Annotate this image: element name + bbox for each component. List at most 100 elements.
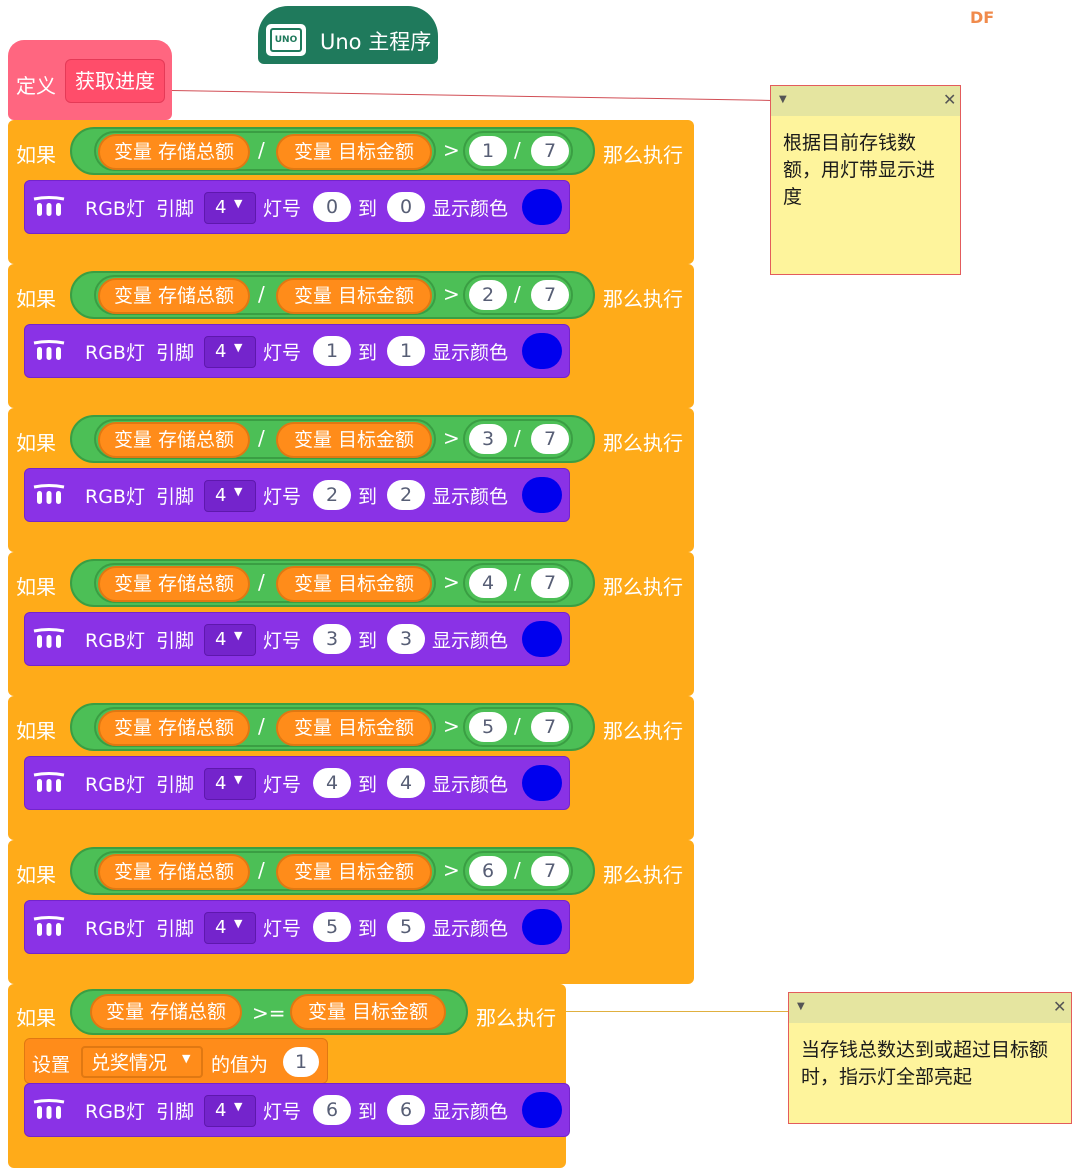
lamp-end-input[interactable]: 2 (387, 480, 425, 510)
total-variable[interactable]: 变量 存储总额 (98, 710, 250, 746)
pin-dropdown[interactable]: 4 (204, 912, 256, 944)
led-strip-icon (33, 628, 65, 648)
denominator-input[interactable]: 7 (531, 856, 569, 886)
total-variable[interactable]: 变量 存储总额 (98, 278, 250, 314)
chevron-down-icon[interactable]: ▼ (234, 1100, 243, 1113)
lamp-end-input[interactable]: 3 (387, 624, 425, 654)
lamp-start-input[interactable]: 5 (313, 912, 351, 942)
target-variable[interactable]: 变量 目标金额 (276, 134, 432, 170)
chevron-down-icon[interactable]: ▼ (234, 629, 243, 642)
lamp-start-input[interactable]: 1 (313, 336, 351, 366)
comment-note[interactable]: ▼ ✕ 当存钱总数达到或超过目标额时，指示灯全部亮起 (788, 992, 1072, 1124)
lamp-start-input[interactable]: 2 (313, 480, 351, 510)
chevron-down-icon[interactable]: ▼ (234, 341, 243, 354)
target-variable[interactable]: 变量 目标金额 (276, 278, 432, 314)
lamp-end-input[interactable]: 4 (387, 768, 425, 798)
total-variable[interactable]: 变量 存储总额 (98, 134, 250, 170)
rgb-led-block[interactable] (24, 612, 570, 666)
led-strip-icon (33, 340, 65, 360)
chevron-down-icon[interactable]: ▼ (182, 1052, 191, 1065)
gt-label: > (443, 282, 460, 306)
then-label: 那么执行 (476, 1006, 556, 1030)
pin-dropdown[interactable]: 4 (204, 336, 256, 368)
comment-connector (566, 1011, 790, 1012)
denominator-input[interactable]: 7 (531, 280, 569, 310)
numerator-input[interactable]: 3 (469, 424, 507, 454)
rgb-led-block[interactable] (24, 324, 570, 378)
numerator-input[interactable]: 1 (469, 136, 507, 166)
lamp-end-input[interactable]: 1 (387, 336, 425, 366)
color-picker[interactable] (522, 333, 562, 369)
lamp-start-input[interactable]: 3 (313, 624, 351, 654)
lamp-end-input[interactable]: 0 (387, 192, 425, 222)
pin-dropdown[interactable]: 4 (204, 192, 256, 224)
rgb-led-block[interactable] (24, 180, 570, 234)
color-picker[interactable] (522, 765, 562, 801)
gt-label: > (443, 858, 460, 882)
close-icon[interactable]: ✕ (943, 90, 957, 109)
pin-dropdown[interactable]: 4 (204, 624, 256, 656)
rgb-led-block[interactable] (24, 900, 570, 954)
target-variable[interactable]: 变量 目标金额 (276, 566, 432, 602)
target-variable[interactable]: 变量 目标金额 (276, 854, 432, 890)
numerator-input[interactable]: 2 (469, 280, 507, 310)
to-label: 到 (358, 774, 378, 796)
color-picker[interactable] (522, 909, 562, 945)
rgb-led-block[interactable] (24, 756, 570, 810)
gt-label: > (443, 570, 460, 594)
total-variable[interactable]: 变量 存储总额 (98, 566, 250, 602)
target-variable[interactable]: 变量 目标金额 (276, 710, 432, 746)
fraction-slash: / (514, 858, 521, 882)
comment-note[interactable]: ▼ ✕ 根据目前存钱数额，用灯带显示进度 (770, 85, 961, 275)
gt-label: > (443, 426, 460, 450)
collapse-icon[interactable]: ▼ (779, 94, 787, 105)
then-label: 那么执行 (603, 431, 683, 455)
chevron-down-icon[interactable]: ▼ (234, 773, 243, 786)
close-icon[interactable]: ✕ (1053, 997, 1067, 1016)
fraction-slash: / (514, 426, 521, 450)
variable-dropdown[interactable]: 兑奖情况 (81, 1046, 203, 1078)
comment-header[interactable]: ▼ ✕ (771, 86, 960, 116)
color-picker[interactable] (522, 621, 562, 657)
denominator-input[interactable]: 7 (531, 424, 569, 454)
numerator-input[interactable]: 5 (469, 712, 507, 742)
pin-dropdown[interactable]: 4 (204, 768, 256, 800)
lamp-label: 灯号 (263, 774, 302, 796)
numerator-input[interactable]: 4 (469, 568, 507, 598)
denominator-input[interactable]: 7 (531, 712, 569, 742)
numerator-input[interactable]: 6 (469, 856, 507, 886)
lamp-start-input[interactable]: 6 (313, 1095, 351, 1125)
function-name-pill[interactable]: 获取进度 (65, 59, 165, 103)
pin-dropdown[interactable]: 4 (204, 480, 256, 512)
total-variable[interactable]: 变量 存储总额 (90, 994, 242, 1030)
color-picker[interactable] (522, 477, 562, 513)
show-color-label: 显示颜色 (432, 918, 509, 940)
color-picker[interactable] (522, 1092, 562, 1128)
chevron-down-icon[interactable]: ▼ (234, 917, 243, 930)
lamp-end-input[interactable]: 5 (387, 912, 425, 942)
rgb-led-block[interactable] (24, 468, 570, 522)
target-variable[interactable]: 变量 目标金额 (290, 994, 446, 1030)
lamp-start-input[interactable]: 0 (313, 192, 351, 222)
target-variable[interactable]: 变量 目标金额 (276, 422, 432, 458)
fraction-slash: / (514, 282, 521, 306)
lamp-label: 灯号 (263, 1101, 302, 1123)
comment-text[interactable]: 根据目前存钱数额，用灯带显示进度 (783, 132, 936, 208)
rgb-label: RGB灯 (85, 342, 145, 364)
chevron-down-icon[interactable]: ▼ (234, 197, 243, 210)
rgb-led-block[interactable] (24, 1083, 570, 1137)
pin-dropdown[interactable]: 4 (204, 1095, 256, 1127)
led-strip-icon (33, 1099, 65, 1119)
lamp-end-input[interactable]: 6 (387, 1095, 425, 1125)
chevron-down-icon[interactable]: ▼ (234, 485, 243, 498)
collapse-icon[interactable]: ▼ (797, 1001, 805, 1012)
comment-header[interactable]: ▼ ✕ (789, 993, 1071, 1023)
denominator-input[interactable]: 7 (531, 568, 569, 598)
color-picker[interactable] (522, 189, 562, 225)
total-variable[interactable]: 变量 存储总额 (98, 854, 250, 890)
set-value-input[interactable]: 1 (283, 1047, 319, 1077)
comment-text[interactable]: 当存钱总数达到或超过目标额时，指示灯全部亮起 (801, 1039, 1049, 1088)
denominator-input[interactable]: 7 (531, 136, 569, 166)
lamp-start-input[interactable]: 4 (313, 768, 351, 798)
total-variable[interactable]: 变量 存储总额 (98, 422, 250, 458)
